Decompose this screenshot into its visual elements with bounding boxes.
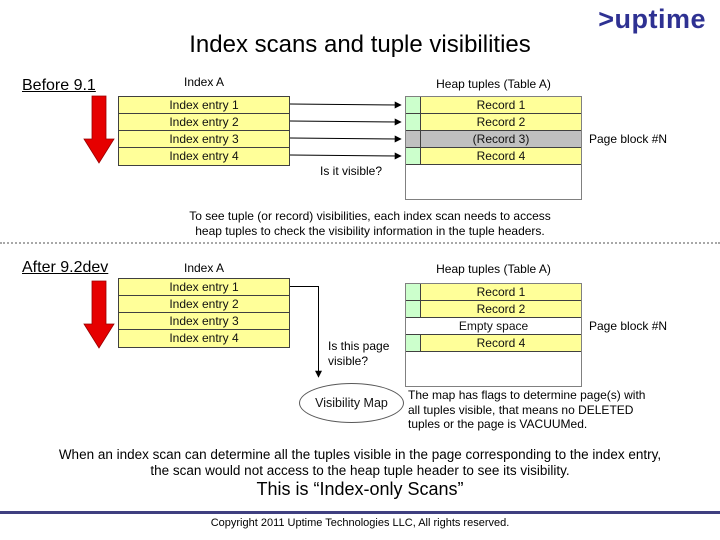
heap-record: Record 2 [421, 114, 581, 130]
tuple-header-cell [406, 148, 421, 164]
heap-record: Record 2 [421, 301, 581, 317]
index-entry-row: Index entry 1 [119, 279, 289, 296]
heap-label-after: Heap tuples (Table A) [436, 262, 551, 276]
heap-row: Record 1 [406, 97, 581, 114]
tuple-header-cell [406, 301, 421, 317]
heap-row: Record 4 [406, 148, 581, 165]
page-title: Index scans and tuple visibilities [189, 31, 531, 58]
index-entry-row: Index entry 2 [119, 114, 289, 131]
index-table-after: Index entry 1 Index entry 2 Index entry … [118, 278, 290, 348]
heap-record: Record 4 [421, 148, 581, 164]
heap-table-before: Record 1 Record 2 (Record 3) Record 4 [405, 96, 582, 200]
before-caption: To see tuple (or record) visibilities, e… [20, 209, 720, 239]
heap-row: Record 2 [406, 301, 581, 318]
visibility-map-ellipse: Visibility Map [299, 383, 404, 423]
tuple-header-cell [406, 131, 421, 147]
heap-row-deleted: (Record 3) [406, 131, 581, 148]
heap-table-after: Record 1 Record 2 Empty space Record 4 [405, 283, 582, 387]
heap-record: (Record 3) [421, 131, 581, 147]
vm-note-line1: The map has flags to determine page(s) w… [408, 388, 646, 402]
page-block-label-before: Page block #N [589, 132, 668, 146]
heap-label-before: Heap tuples (Table A) [436, 77, 551, 91]
heap-record: Record 4 [421, 335, 581, 351]
copyright-text: Copyright 2011 Uptime Technologies LLC, … [210, 517, 510, 529]
conclusion-text: This is “Index-only Scans” [256, 479, 464, 499]
heap-row: Record 2 [406, 114, 581, 131]
red-down-arrow-after [83, 280, 115, 349]
is-it-visible-label: Is it visible? [320, 164, 383, 178]
heap-record: Record 1 [421, 284, 581, 300]
is-this-page-visible-label: Is this page visible? [328, 339, 389, 369]
scan-arrow-4 [289, 152, 402, 160]
uptime-logo: >uptime [598, 4, 706, 34]
after-heading: After 9.2dev [22, 259, 109, 276]
index-entry-row: Index entry 4 [119, 330, 289, 347]
index-entry-row: Index entry 1 [119, 97, 289, 114]
tuple-header-cell [406, 335, 421, 351]
vm-note-line2: all tuples visible, that means no DELETE… [408, 402, 634, 417]
visibility-map-note: The map has flags to determine page(s) w… [408, 388, 645, 432]
tuple-header-cell [406, 284, 421, 300]
scan-arrow-1 [289, 101, 402, 109]
question-line2: visible? [328, 354, 369, 368]
index-entry-row: Index entry 3 [119, 131, 289, 148]
heap-record: Record 1 [421, 97, 581, 113]
empty-space-cell: Empty space [406, 318, 581, 334]
vm-note-line3: tuples or the page is VACUUMed. [408, 417, 588, 431]
index-entry-row: Index entry 4 [119, 148, 289, 165]
before-caption-line2: heap tuples to check the visibility info… [195, 224, 545, 238]
summary-line1: When an index scan can determine all the… [58, 447, 662, 462]
scan-arrow-3 [289, 135, 402, 143]
heap-row-empty: Empty space [406, 318, 581, 335]
before-heading: Before 9.1 [22, 77, 96, 94]
visibility-map-connector [290, 286, 322, 378]
index-a-label-after: Index A [183, 261, 225, 275]
red-down-arrow-before [83, 95, 115, 164]
scan-arrow-2 [289, 118, 402, 126]
heap-row: Record 4 [406, 335, 581, 352]
summary-line2: the scan would not access to the heap tu… [150, 463, 570, 478]
index-entry-row: Index entry 3 [119, 313, 289, 330]
summary-text: When an index scan can determine all the… [0, 447, 720, 479]
tuple-header-cell [406, 114, 421, 130]
before-caption-line1: To see tuple (or record) visibilities, e… [189, 209, 551, 223]
index-table-before: Index entry 1 Index entry 2 Index entry … [118, 96, 290, 166]
index-a-label-before: Index A [183, 75, 225, 89]
page-block-label-after: Page block #N [589, 319, 668, 333]
index-entry-row: Index entry 2 [119, 296, 289, 313]
tuple-header-cell [406, 97, 421, 113]
section-divider [0, 242, 720, 244]
question-line1: Is this page [328, 339, 390, 353]
heap-row: Record 1 [406, 284, 581, 301]
footer-divider-line [0, 511, 720, 514]
